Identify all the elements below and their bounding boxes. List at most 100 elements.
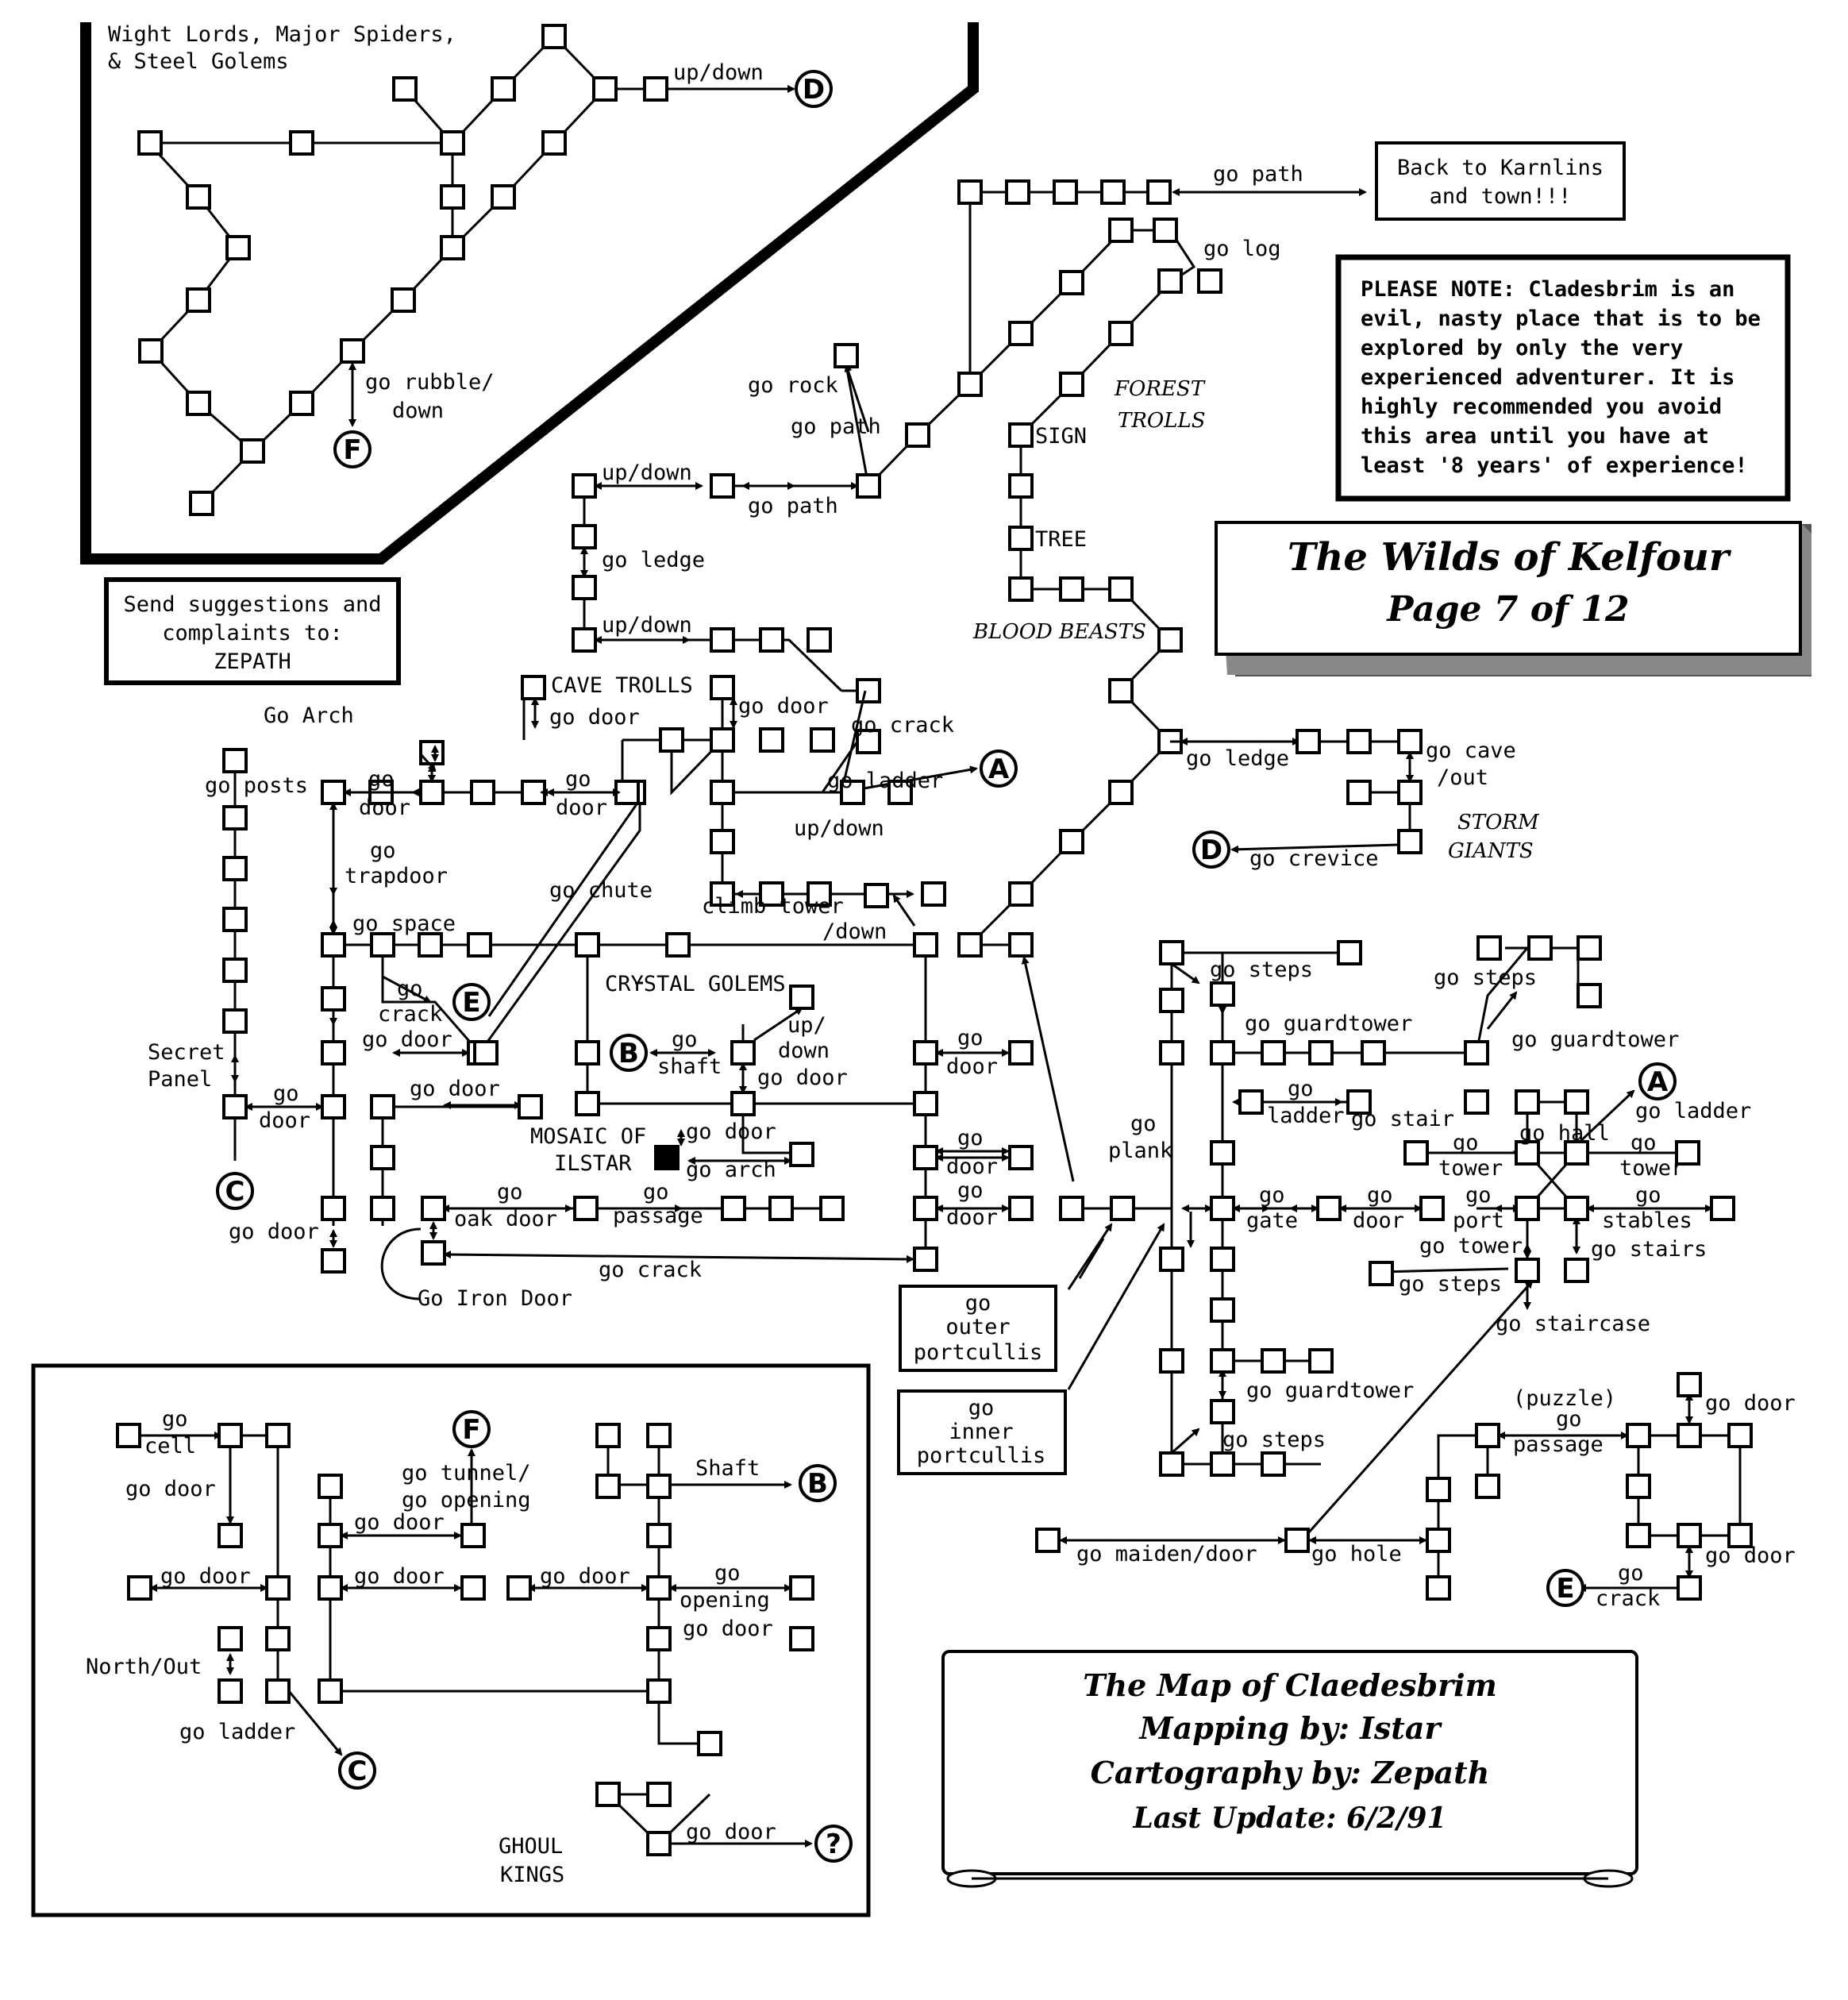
room-node [789,1575,814,1601]
room-node [730,1091,756,1116]
room-node [321,1196,346,1221]
room-node [321,1094,346,1119]
room-node [856,678,881,703]
label-go-gate-1: go [1259,1183,1285,1208]
back-line-1: Back to Karnlins [1397,156,1604,180]
label-storm-giants-1: STORM [1457,811,1540,834]
room-node [391,287,416,313]
room-node [240,438,265,464]
room-node [789,985,814,1010]
inset-top-label-1: Wight Lords, Major Spiders, [108,22,456,47]
marker-question [814,1825,853,1863]
map-connection [892,894,916,927]
room-node [418,932,443,958]
room-node [614,780,640,805]
room-node [1346,1089,1372,1115]
label-up-down-4: up/ [787,1013,826,1038]
room-node [506,1575,532,1601]
marker-a-east [1638,1062,1677,1100]
label-go-tower-2a: go [1630,1131,1657,1155]
room-node [222,748,248,773]
map-connection [1380,1267,1509,1276]
room-node [370,932,395,958]
label-go-crack-1: go crack [851,713,954,738]
room-node [521,780,546,805]
label-up-down-top: up/down [673,60,764,85]
credits-line-3: Cartography by: Zepath [1091,1755,1490,1790]
room-node [665,932,691,958]
room-node [646,1423,672,1448]
room-node [1564,1196,1589,1221]
room-node [1008,526,1034,551]
marker-c-bottom [338,1751,376,1790]
room-node [1261,1040,1286,1066]
inset-bottom-north-out: North/Out [86,1655,202,1679]
room-node [646,1523,672,1548]
label-tree: TREE [1035,527,1087,552]
room-node [1515,1196,1540,1221]
room-node [710,675,735,700]
label-go-hole: go hole [1311,1542,1402,1566]
room-node [470,780,495,805]
room-node [1626,1523,1651,1548]
room-node [1397,780,1423,805]
marker-d-top [795,70,833,108]
room-node [1296,729,1321,754]
room-node [730,1040,756,1066]
room-node [913,1247,938,1272]
label-go-door-3b: door [359,796,410,820]
room-node [1159,1247,1184,1272]
room-node [710,627,735,653]
label-up-down-1: up/down [602,461,692,485]
label-go-outer-1: go [965,1291,991,1316]
room-node [440,235,465,260]
room-node [659,727,684,753]
main-map-storm-giants: go ledge go cave /out go crevice STORM G… [1170,729,1540,871]
label-crystal-golems: CRYSTAL GOLEMS [605,972,786,996]
label-go-guardtower-3: go guardtower [1246,1378,1414,1403]
room-node [759,881,784,907]
map-connection [1297,1385,1742,1588]
credits-line-1: The Map of Claedesbrim [1083,1667,1497,1703]
room-node [1008,1145,1034,1170]
room-node [1527,935,1553,961]
credits-scroll: The Map of Claedesbrim Mapping by: Istar… [941,1650,1638,1888]
room-node [575,1091,600,1116]
room-node [1159,940,1184,965]
room-node [460,1523,486,1548]
label-go-door-2: go door [738,694,829,719]
room-node [1157,627,1183,653]
label-go-door-3: go [368,767,395,792]
label-ghoul-kings-1: GHOUL [499,1834,563,1859]
label-go-door-7b: door [259,1108,310,1133]
label-down: /down [822,919,887,944]
label-go-door-r2b: door [946,1154,998,1179]
label-go-shaft-1: go [672,1027,698,1052]
room-node [1361,1040,1386,1066]
room-node [222,958,248,983]
room-node [1337,940,1362,965]
marker-c-mid [216,1172,254,1210]
label-go-gate-2: gate [1246,1208,1298,1233]
room-node [518,1094,543,1119]
room-node [1197,268,1222,294]
room-node [1727,1423,1753,1448]
room-node [1419,1196,1445,1221]
label-go-ladder-a: go ladder [827,769,943,793]
inset-bottom-go-cell-1: go [162,1407,188,1432]
room-node [921,881,946,907]
label-secret-1: Secret [148,1040,225,1065]
room-node [222,856,248,881]
title-line-1: The Wilds of Kelfour [1288,535,1732,580]
room-node [1426,1528,1451,1553]
room-node [1008,1040,1034,1066]
label-go-maiden: go maiden/door [1076,1542,1257,1566]
marker-e-east-text: E [1556,1573,1574,1605]
room-node [1210,1140,1235,1166]
label-go-chute: go chute [549,878,653,903]
label-go-oak-2: oak door [454,1207,557,1231]
label-go-stair: go stair [1351,1107,1454,1131]
title-line-2: Page 7 of 12 [1385,589,1629,630]
inset-bottom-shaft: Shaft [695,1456,760,1481]
